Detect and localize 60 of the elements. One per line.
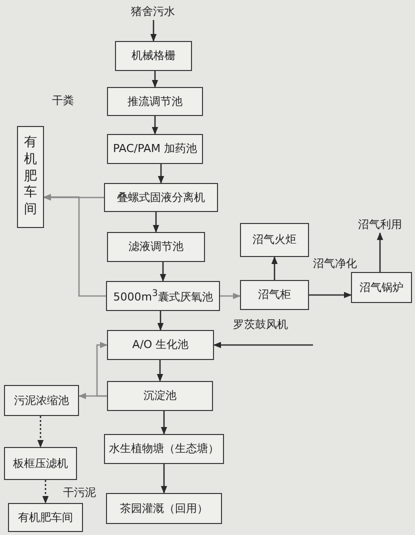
arrow xyxy=(152,116,158,135)
process-box xyxy=(107,134,203,164)
arrow xyxy=(42,480,49,504)
arrow xyxy=(160,464,168,494)
arrow xyxy=(43,194,106,297)
box-label: 沼气锅炉 xyxy=(360,280,404,294)
flow-text: 猪舍污水 xyxy=(128,3,178,20)
arrow xyxy=(157,311,164,331)
arrow xyxy=(158,164,164,184)
process-box xyxy=(107,232,205,262)
process-box xyxy=(104,183,218,212)
arrow xyxy=(43,194,104,201)
edge-label: 干污泥 xyxy=(62,486,97,500)
box-label: 水生植物塘（生态塘） xyxy=(109,442,219,456)
process-box xyxy=(115,41,192,71)
box-label: 沉淀池 xyxy=(144,389,176,403)
process-box xyxy=(107,381,213,411)
arrow xyxy=(309,292,352,298)
process-box xyxy=(240,280,309,310)
note-label: 干粪 xyxy=(52,93,74,108)
arrow xyxy=(160,411,168,435)
box-label: 5000m$^{3}$囊式厌氧池 xyxy=(113,288,213,304)
box-label: 沼气火炬 xyxy=(252,233,296,247)
edge-label: 沼气净化 xyxy=(312,257,358,270)
process-box xyxy=(351,272,412,303)
process-box xyxy=(104,434,224,464)
arrow xyxy=(37,416,44,448)
process-box xyxy=(8,503,83,532)
flow-text: 沼气利用 xyxy=(352,216,408,233)
arrow xyxy=(376,232,384,272)
arrow xyxy=(271,256,278,280)
arrow xyxy=(160,262,166,282)
box-label: 机械格栅 xyxy=(132,49,176,63)
box-label: 污泥浓缩池 xyxy=(14,394,69,408)
arrow xyxy=(152,212,160,233)
box-label: 沼气柜 xyxy=(258,288,291,302)
box-label: 茶园灌溉（回用） xyxy=(120,502,208,516)
arrow xyxy=(150,20,157,42)
process-box xyxy=(4,385,79,416)
process-box xyxy=(106,493,222,524)
arrow xyxy=(152,71,158,88)
box-label: 有机肥车间 xyxy=(24,134,37,220)
arrow xyxy=(213,342,313,348)
box-label: 滤液调节池 xyxy=(128,240,184,254)
box-label: 推流调节池 xyxy=(128,94,182,108)
process-box xyxy=(107,87,203,116)
box-label: 叠螺式固液分离机 xyxy=(117,190,205,204)
edge-label: 罗茨鼓风机 xyxy=(232,318,289,332)
arrow xyxy=(220,292,241,300)
process-box xyxy=(107,330,214,360)
box-label: 板框压滤机 xyxy=(13,456,68,470)
process-box xyxy=(240,223,309,257)
process-box xyxy=(17,126,44,228)
box-label: A/O 生化池 xyxy=(132,338,189,352)
process-box xyxy=(4,447,77,480)
process-box xyxy=(106,281,220,311)
arrow xyxy=(156,360,164,382)
box-label: PAC/PAM 加药池 xyxy=(112,142,198,156)
arrow xyxy=(96,342,108,397)
box-label: 有机肥车间 xyxy=(18,510,73,524)
